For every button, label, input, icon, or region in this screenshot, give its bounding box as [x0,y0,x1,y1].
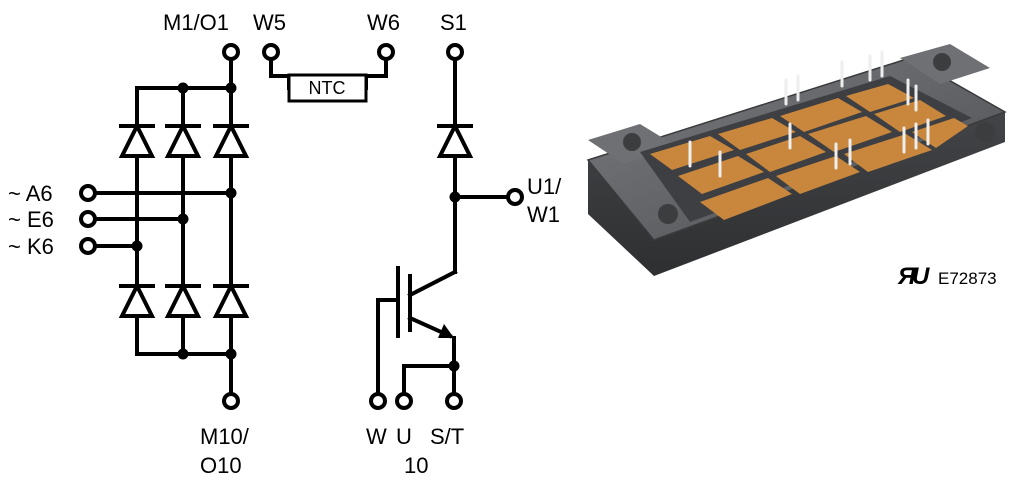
diode-lower-1 [118,281,156,318]
label-w6: W6 [367,10,400,35]
label-k6: ~ K6 [8,234,54,259]
terminal-s-t [445,392,463,410]
label-s1: S1 [440,10,467,35]
junction-dot [177,213,189,225]
ntc-label: NTC [309,78,346,98]
label-s-t: S/T [430,424,464,449]
label-u1: U1/ [527,174,562,199]
label-u: U [396,424,412,449]
junction-dot [449,191,461,203]
label-e6: ~ E6 [8,207,54,232]
terminal-s1 [446,43,464,61]
module-pins [688,50,930,178]
terminal-u1-w1 [506,188,524,206]
junction-dot [131,240,143,252]
brake-chopper [369,43,524,410]
diode-upper-3 [212,121,250,158]
svg-text:U: U [912,263,930,290]
junction-dot [225,187,237,199]
terminal-e6 [79,210,97,228]
label-a6: ~ A6 [8,181,53,206]
terminal-w6 [377,43,395,61]
junction-dot [448,360,460,372]
terminal-k6 [79,237,97,255]
igbt-transistor [376,266,460,402]
terminal-u [395,392,413,410]
label-w1: W1 [527,202,560,227]
diode-upper-1 [118,121,156,158]
svg-text:Я: Я [897,263,916,290]
junction-dot [225,348,237,360]
label-w: W [366,424,387,449]
label-o10: O10 [200,453,242,478]
junction-dot [177,348,189,360]
terminal-a6 [79,184,97,202]
label-m10: M10/ [200,424,250,449]
terminal-m10-o10 [222,392,240,410]
diode-lower-3 [212,281,250,318]
module-package-image [586,44,1007,276]
rectifier-bridge [79,43,250,410]
ntc-box [287,73,368,103]
emitter-arrow [438,324,454,338]
terminal-w [369,392,387,410]
diode-upper-2 [164,121,202,158]
ul-recognized-icon: Я U [897,263,930,290]
terminal-w5 [262,43,280,61]
diode-lower-2 [164,281,202,318]
chopper-diode [436,121,474,158]
ntc-lead-left [269,57,291,90]
ul-file-number: E72873 [938,269,997,288]
terminal-m1-o1 [222,43,240,61]
label-10: 10 [404,453,428,478]
ntc-lead-right [364,57,388,90]
gate-wire [376,298,400,402]
ntc-thermistor: NTC [262,43,395,103]
label-w5: W5 [253,10,286,35]
emitter-aux-wire [402,364,456,402]
label-m1-o1: M1/O1 [163,10,229,35]
junction-dot [225,82,237,94]
junction-dot [177,82,189,94]
